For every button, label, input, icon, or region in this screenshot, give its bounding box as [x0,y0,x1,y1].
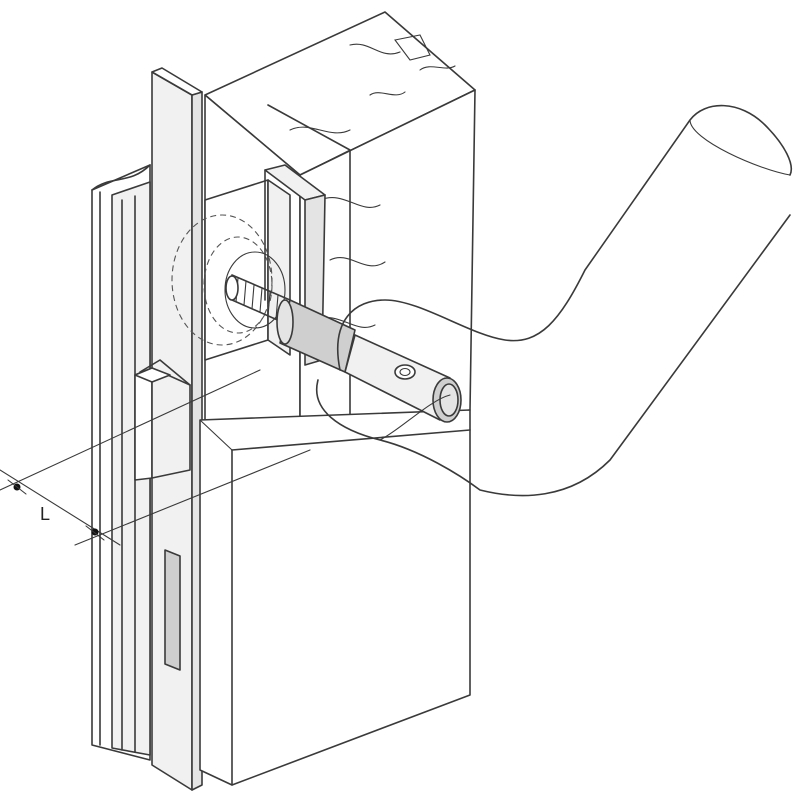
lever-handle [315,104,792,497]
lower-door-body [199,409,471,786]
door-edge-panel [91,164,151,761]
dimension-label: L [40,504,50,524]
dimension-l: L [0,369,311,546]
spindle [225,274,462,423]
latch-bolt [134,359,191,481]
lock-body-block [171,179,291,361]
